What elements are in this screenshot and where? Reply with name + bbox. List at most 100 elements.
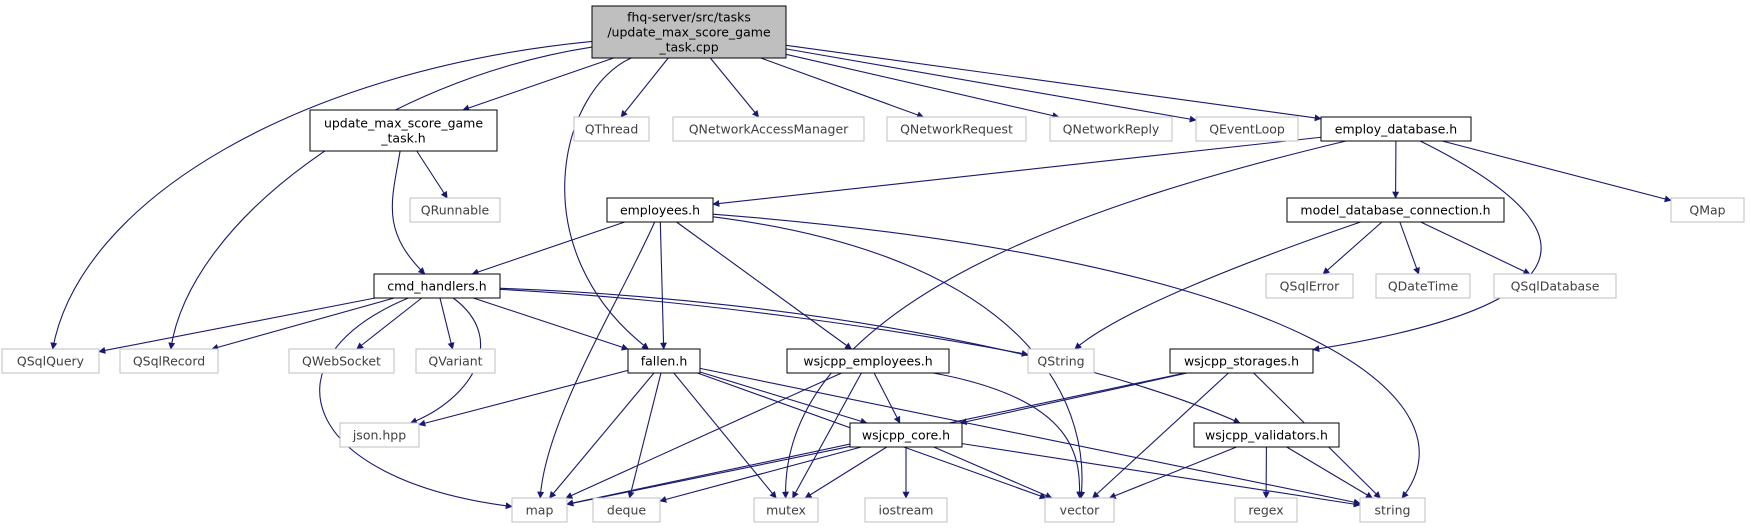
node-box (753, 497, 819, 523)
node-box (1193, 422, 1340, 448)
edge-cmd-to-qstring (499, 288, 1029, 357)
node-box (1, 348, 100, 374)
edge-wsemp-to-map (565, 372, 842, 499)
node-box (415, 348, 496, 374)
node-label: _task.h (380, 131, 425, 146)
node-wsval[interactable]: wsjcpp_validators.h (1193, 422, 1340, 448)
edge-root-to-qevent (785, 48, 1197, 123)
node-label: wsjcpp_core.h (862, 428, 950, 443)
edge-wsval-to-string (1286, 446, 1373, 499)
node-label: QSqlRecord (133, 354, 205, 369)
node-employ_db[interactable]: employ_database.h (1320, 116, 1472, 142)
node-box (1195, 116, 1299, 142)
node-deque: deque (592, 497, 661, 523)
edge-fallen-to-json (418, 369, 629, 427)
node-wsemp[interactable]: wsjcpp_employees.h (786, 348, 950, 374)
node-box (511, 497, 568, 523)
edge-wsstor-to-wscore (959, 372, 1188, 426)
node-label: wsjcpp_storages.h (1184, 354, 1299, 369)
edge-fallen-to-string (699, 367, 1361, 506)
edge-wscore-to-map (566, 445, 851, 507)
node-box (1670, 197, 1745, 223)
edge-employ_db-to-employees (712, 136, 1322, 207)
node-umsgt_h[interactable]: update_max_score_game_task.h (309, 109, 498, 152)
node-box (1049, 116, 1173, 142)
node-box (672, 116, 865, 142)
node-box (409, 197, 501, 223)
edge-employees-to-string (712, 213, 1420, 499)
edge-wscore-to-string (961, 443, 1361, 508)
node-qmap: QMap (1670, 197, 1745, 223)
node-root[interactable]: fhq-server/src/tasks/update_max_score_ga… (591, 5, 787, 59)
edge-employees-to-cmd (471, 221, 625, 276)
node-cmd[interactable]: cmd_handlers.h (373, 273, 501, 299)
edge-wsval-to-vector (1108, 446, 1237, 499)
node-string: string (1359, 497, 1426, 523)
node-label: mutex (766, 503, 806, 518)
node-label: fallen.h (641, 354, 688, 369)
node-box (864, 497, 948, 523)
edge-root-to-qnrep (785, 53, 1060, 119)
node-label: iostream (879, 503, 934, 518)
node-label: fhq-server/src/tasks (627, 10, 751, 25)
node-label: update_max_score_game (324, 116, 483, 131)
node-qsqlquery: QSqlQuery (1, 348, 100, 374)
edge-wsemp-to-mutex (792, 372, 862, 499)
edge-wsemp-to-vector (933, 372, 1084, 499)
node-qstring: QString (1027, 348, 1095, 374)
node-box (886, 116, 1027, 142)
node-box (627, 348, 701, 374)
edge-root-to-qsqlrecord (168, 46, 593, 350)
edge-employ_db-to-mutex (781, 140, 1347, 499)
edge-model_db-to-qsqldb (1420, 221, 1531, 275)
node-box (591, 5, 787, 59)
nodes-layer: fhq-server/src/tasks/update_max_score_ga… (1, 5, 1745, 523)
node-wscore[interactable]: wsjcpp_core.h (849, 422, 963, 448)
node-label: wsjcpp_employees.h (803, 354, 932, 369)
edge-wscore-to-mutex (804, 446, 888, 499)
edge-employees-to-map (537, 221, 656, 499)
edge-employees-to-wsemp (676, 221, 853, 350)
edge-wsstor-to-vector (1092, 372, 1229, 499)
node-qnam: QNetworkAccessManager (672, 116, 865, 142)
edge-cmd-to-qvariant (439, 297, 455, 350)
node-regex: regex (1234, 497, 1298, 523)
node-mutex: mutex (753, 497, 819, 523)
node-wsstor[interactable]: wsjcpp_storages.h (1169, 348, 1314, 374)
node-label: QThread (585, 122, 639, 137)
node-label: QWebSocket (302, 354, 381, 369)
edge-root-to-fallen (564, 57, 649, 350)
edge-cmd-to-wsval (499, 287, 1241, 424)
node-qsqlrecord: QSqlRecord (119, 348, 219, 374)
edge-employ_db-to-qmap (1442, 140, 1672, 203)
node-employees[interactable]: employees.h (606, 197, 714, 223)
node-box (373, 273, 501, 299)
node-json: json.hpp (339, 422, 420, 448)
node-label: regex (1248, 503, 1283, 518)
node-box (309, 109, 498, 152)
edge-wscore-to-deque (659, 446, 862, 503)
node-qrunnable: QRunnable (409, 197, 501, 223)
edge-fallen-to-mutex (673, 372, 777, 499)
edge-employees-to-vector (712, 216, 1086, 499)
node-label: QString (1037, 354, 1084, 369)
node-box (1493, 273, 1617, 299)
edge-root-to-qnam (709, 57, 760, 118)
node-box (592, 497, 661, 523)
node-map: map (511, 497, 568, 523)
node-label: model_database_connection.h (1300, 203, 1490, 218)
edge-model_db-to-qdatetime (1399, 221, 1420, 275)
node-fallen[interactable]: fallen.h (627, 348, 701, 374)
node-label: QSqlQuery (17, 354, 85, 369)
node-label: QNetworkReply (1063, 122, 1160, 137)
node-label: QDateTime (1388, 279, 1459, 294)
edge-fallen-to-map (549, 372, 655, 499)
node-label: QRunnable (421, 203, 490, 218)
node-qsqldb: QSqlDatabase (1493, 273, 1617, 299)
node-qdatetime: QDateTime (1375, 273, 1471, 299)
node-box (1027, 348, 1095, 374)
node-model_db[interactable]: model_database_connection.h (1286, 197, 1505, 223)
edge-umsgt_h-to-cmd (391, 150, 426, 275)
node-box (119, 348, 219, 374)
edge-cmd-to-map (319, 297, 513, 510)
